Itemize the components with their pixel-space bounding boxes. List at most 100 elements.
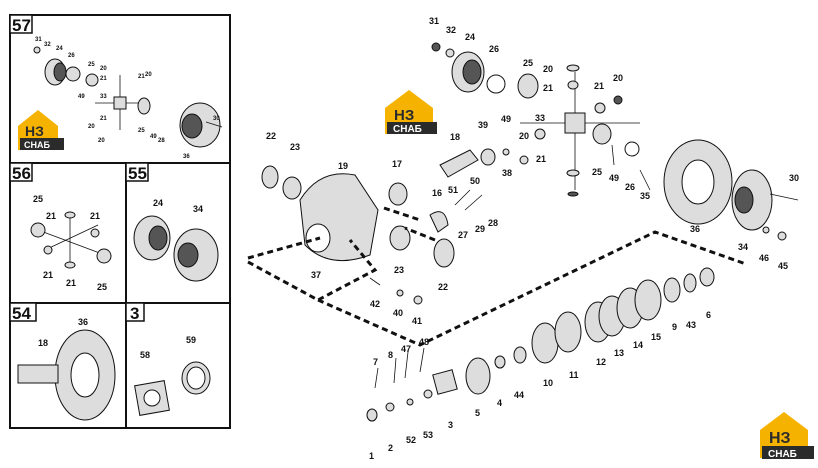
- part-25: [517, 73, 539, 99]
- part-45: [777, 231, 787, 241]
- inset-55-tag: [125, 162, 149, 182]
- inset-57-tag: [9, 14, 33, 34]
- logo-mark: НЗ: [769, 430, 791, 447]
- part-44: [513, 346, 527, 364]
- callout: 49: [609, 173, 619, 183]
- inset54-pinion: [17, 364, 59, 384]
- inset55-label: 24: [153, 198, 163, 208]
- callout: 42: [370, 299, 380, 309]
- part-15: [634, 279, 662, 321]
- callout: 52: [406, 435, 416, 445]
- part-10: [531, 322, 559, 364]
- part-47: [404, 351, 409, 379]
- part-21d: [534, 128, 546, 140]
- part-21c: [594, 102, 606, 114]
- inset57-label: 36: [183, 154, 190, 160]
- callout: 12: [596, 357, 606, 367]
- callout: 2: [388, 443, 393, 453]
- inset56-label: 25: [97, 282, 107, 292]
- callout: 15: [651, 332, 661, 342]
- inset56-label: 21: [46, 211, 56, 221]
- part-23: [282, 176, 302, 200]
- part-3: [432, 369, 458, 395]
- inset57-label: 49: [150, 134, 157, 140]
- inset56-label: 21: [90, 211, 100, 221]
- callout: 41: [412, 316, 422, 326]
- callout: 25: [523, 58, 533, 68]
- callout: 35: [640, 191, 650, 201]
- inset-57-drawing: 31 32 24 26 25 20 21 20 49 33 36 20 21 2…: [33, 37, 223, 160]
- part-33: [564, 112, 586, 134]
- callout: 5: [475, 408, 480, 418]
- inset57-label: 21: [100, 116, 107, 122]
- logo-caption: СНАБ: [768, 449, 797, 460]
- callout: 20: [613, 73, 623, 83]
- inset-56-number: 56: [12, 164, 31, 183]
- part-52: [406, 398, 414, 406]
- part-24-inner: [462, 59, 482, 85]
- inset55-part: [177, 242, 199, 268]
- inset55-part: [148, 225, 168, 251]
- inset-logo: НЗ СНАБ: [18, 110, 64, 150]
- callout: 3: [448, 420, 453, 430]
- inset57-label: 21: [138, 74, 145, 80]
- callout: 40: [393, 308, 403, 318]
- inset57-part: [205, 121, 223, 128]
- part-20c: [613, 95, 623, 105]
- callout: 27: [458, 230, 468, 240]
- callout: 43: [686, 320, 696, 330]
- part-16: [429, 211, 449, 233]
- inset57-label: 25: [88, 62, 95, 68]
- inset-56-tag: [9, 162, 33, 182]
- part-43: [683, 273, 697, 293]
- callout: 44: [514, 390, 524, 400]
- inset56-label: 21: [66, 278, 76, 288]
- callout: 19: [338, 161, 348, 171]
- part-20: [566, 64, 580, 72]
- part-46: [762, 226, 770, 234]
- callout: 28: [488, 218, 498, 228]
- callout: 53: [423, 430, 433, 440]
- callout: 11: [569, 370, 579, 380]
- main-drawing: [247, 42, 799, 422]
- callout: 4: [497, 398, 502, 408]
- logo-caption: СНАБ: [24, 140, 50, 150]
- inset57-label: 30: [213, 116, 220, 122]
- part-17: [388, 182, 408, 206]
- inset54-label: 18: [38, 338, 48, 348]
- inset57-label: 26: [68, 53, 75, 59]
- inset56-label: 25: [33, 194, 43, 204]
- inset57-part: [113, 96, 127, 110]
- guide-line: [247, 239, 378, 302]
- logo-caption: СНАБ: [393, 124, 422, 135]
- callout: 25: [592, 167, 602, 177]
- callout: 37: [311, 270, 321, 280]
- inset57-label: 20: [100, 66, 107, 72]
- part-26b: [624, 141, 640, 157]
- part-8: [393, 357, 397, 384]
- guide-line: [317, 230, 747, 347]
- callout: 21: [536, 154, 546, 164]
- corner-logo: НЗ СНАБ: [760, 412, 814, 460]
- inset-3-tag: [125, 302, 145, 322]
- part-21b: [566, 169, 580, 177]
- callout: 24: [465, 32, 475, 42]
- part-42: [369, 277, 381, 286]
- callout: 17: [392, 159, 402, 169]
- inset56-part: [64, 211, 76, 219]
- inset-54-drawing: 36 18: [17, 317, 116, 421]
- callout: 47: [401, 344, 411, 354]
- callout: 51: [448, 185, 458, 195]
- part-6: [699, 267, 715, 287]
- callout: 21: [594, 81, 604, 91]
- guide-line: [383, 206, 421, 222]
- part-1: [366, 408, 378, 422]
- part-40: [396, 289, 404, 297]
- callout: 22: [266, 131, 276, 141]
- part-4: [494, 355, 506, 369]
- part-53: [423, 389, 433, 399]
- callout: 45: [778, 261, 788, 271]
- inset57-part: [137, 97, 151, 115]
- logo-mark: НЗ: [394, 107, 414, 124]
